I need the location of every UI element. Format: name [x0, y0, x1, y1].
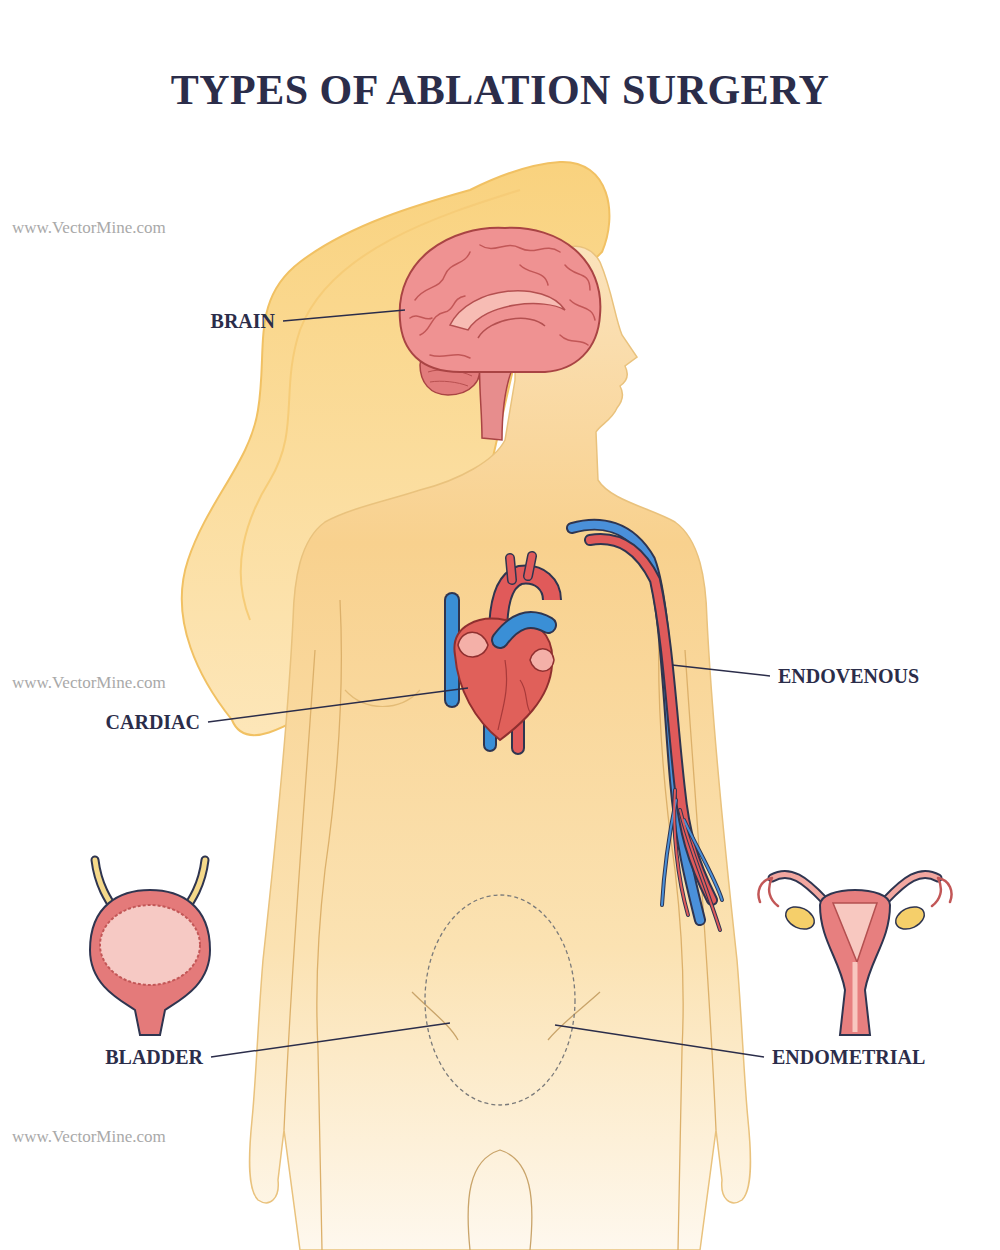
- vein-illustration: [572, 525, 700, 920]
- leader-line: [208, 688, 468, 722]
- body-silhouette: [412, 992, 458, 1040]
- uterus-illustration: [886, 874, 938, 900]
- label-anchor: CARDIAC: [106, 711, 200, 733]
- heart-illustration: [500, 620, 548, 640]
- title: TYPES OF ABLATION SURGERY: [0, 66, 1000, 114]
- body-silhouette: [425, 895, 575, 1105]
- bladder-illustration: [90, 860, 210, 1035]
- brain-illustration: [478, 318, 545, 338]
- bladder-illustration: [100, 905, 200, 985]
- body-silhouette: [317, 600, 341, 1250]
- brain-illustration: [450, 291, 565, 330]
- heart-illustration: [498, 660, 530, 730]
- leader-line: [555, 1025, 764, 1057]
- heart-illustration: [510, 556, 532, 580]
- vein-illustration: [572, 525, 722, 930]
- leader-line: [283, 310, 405, 321]
- vein-illustration: [590, 539, 712, 900]
- label-anchor: ENDOVENOUS: [778, 665, 919, 687]
- organ-label: BRAIN: [211, 310, 275, 332]
- body-silhouette: [468, 1150, 532, 1250]
- uterus-illustration: [833, 903, 877, 962]
- label-anchor: www.VectorMine.com: [12, 674, 166, 693]
- uterus-illustration: [772, 874, 824, 900]
- heart-illustration: [500, 620, 548, 640]
- uterus-illustration: [772, 874, 824, 900]
- leader-line: [672, 665, 770, 676]
- label-anchor: www.VectorMine.com: [12, 1128, 166, 1147]
- uterus-illustration: [782, 903, 818, 934]
- uterus-illustration: [853, 962, 858, 1032]
- label-anchor: ENDOMETRIAL: [772, 1046, 925, 1068]
- body-silhouette: [284, 650, 315, 1130]
- vein-illustration: [662, 790, 722, 930]
- brain-illustration: [400, 228, 601, 440]
- brain-illustration: [400, 228, 601, 372]
- heart-illustration: [454, 619, 552, 740]
- watermark: www.VectorMine.com: [12, 219, 166, 238]
- brain-illustration: [410, 245, 595, 358]
- vein-illustration: [572, 525, 722, 930]
- title-anchor: TYPES OF ABLATION SURGERY: [0, 66, 1000, 114]
- body-silhouette: [250, 246, 751, 1250]
- vein-illustration: [572, 525, 700, 920]
- body-silhouette: [345, 690, 420, 707]
- uterus-illustration: [759, 874, 952, 1035]
- leader-line: [208, 310, 770, 1057]
- uterus-illustration: [820, 890, 890, 1035]
- vein-illustration: [674, 790, 720, 930]
- organ-label: BLADDER: [105, 1046, 203, 1068]
- body-silhouette: [250, 246, 751, 1250]
- watermark: www.VectorMine.com: [12, 674, 166, 693]
- uterus-illustration: [886, 874, 938, 900]
- uterus-illustration: [892, 903, 928, 934]
- organ-label: ENDOMETRIAL: [772, 1046, 925, 1068]
- vein-illustration: [590, 539, 712, 900]
- organ-label: ENDOVENOUS: [778, 665, 919, 687]
- heart-illustration: [452, 556, 554, 748]
- leader-line: [211, 1023, 450, 1057]
- heart-illustration: [510, 556, 532, 580]
- watermark: www.VectorMine.com: [12, 1128, 166, 1147]
- label-anchor: BRAIN: [211, 310, 275, 332]
- label-anchor: www.VectorMine.com: [12, 219, 166, 238]
- organ-label: CARDIAC: [106, 711, 200, 733]
- heart-illustration: [530, 649, 554, 672]
- bladder-illustration: [90, 890, 210, 1035]
- label-anchor: BLADDER: [105, 1046, 203, 1068]
- heart-illustration: [458, 632, 488, 657]
